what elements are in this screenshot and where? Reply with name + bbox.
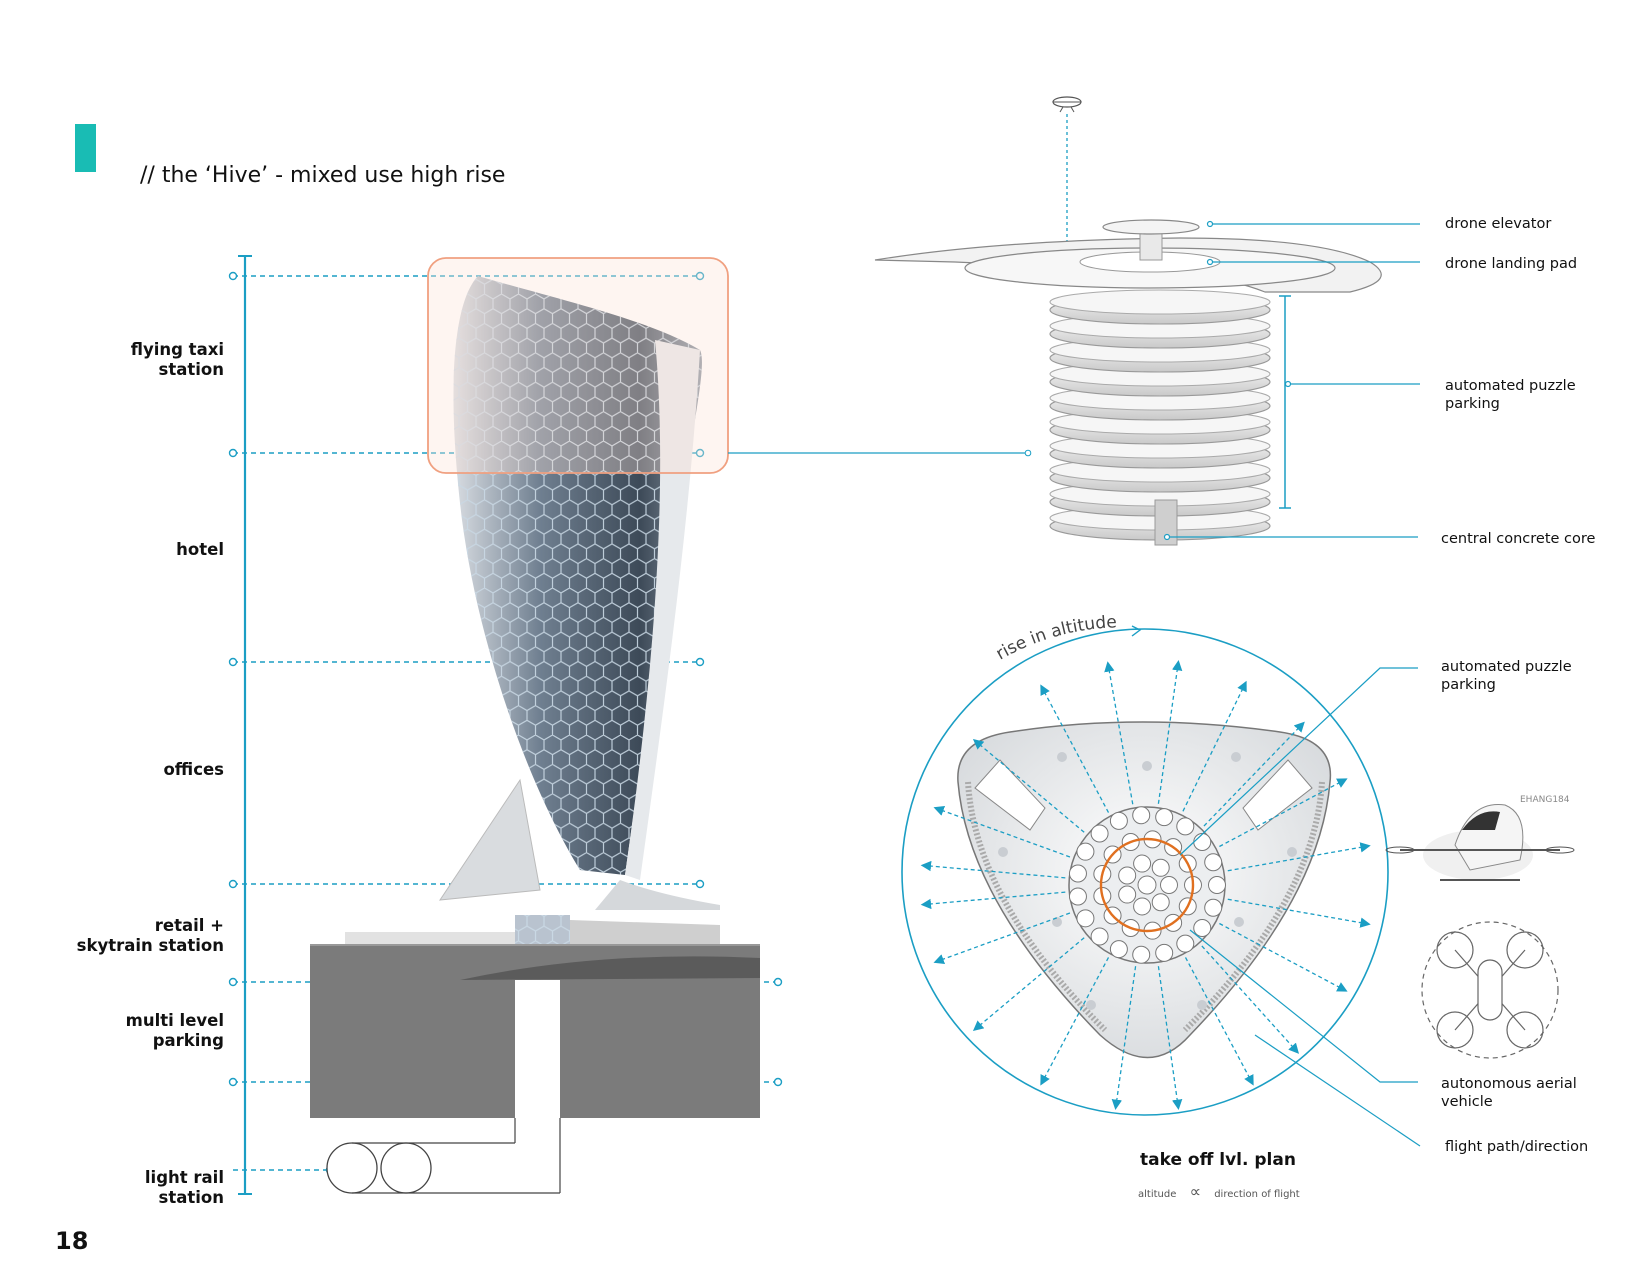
flight-arrow: [1040, 957, 1110, 1086]
parking-pod: [1068, 864, 1087, 883]
highlight-frame: [427, 257, 729, 474]
parking-pod: [1076, 842, 1095, 861]
parking-pod: [1193, 918, 1212, 937]
flight-arrow: [920, 891, 1066, 910]
parking-pod: [1193, 833, 1212, 852]
altitude-circle: [901, 628, 1389, 1116]
flight-arrow: [1184, 957, 1254, 1086]
flight-arrow: [1203, 721, 1305, 827]
flight-arrow: [933, 912, 1071, 965]
parking-pod: [1109, 940, 1128, 959]
flight-arrow: [1040, 684, 1110, 813]
flight-arrow: [972, 937, 1085, 1032]
flight-arrow: [972, 738, 1085, 833]
flight-arrow: [1201, 945, 1300, 1054]
parking-pod: [1160, 876, 1178, 894]
label-drone-landing-pad: drone landing pad: [1445, 256, 1578, 272]
label-central-concrete-core: central concrete core: [1441, 531, 1596, 547]
flight-arrow: [1227, 842, 1371, 872]
flight-arrow: [933, 805, 1071, 858]
parking-pod: [1151, 893, 1170, 912]
section-view: [874, 96, 1420, 546]
plan-title: take off lvl. plan: [1140, 1150, 1296, 1170]
aerial-vehicle-top-view: [1421, 921, 1559, 1059]
flight-arrow: [1157, 966, 1183, 1110]
page-number: 18: [55, 1227, 89, 1255]
parking-pod: [1151, 858, 1170, 877]
flight-arrow: [920, 860, 1066, 879]
parking-pod: [1204, 898, 1223, 917]
parking-pod: [1155, 943, 1174, 962]
flight-arrow: [1219, 778, 1348, 848]
parking-pod: [1133, 897, 1152, 916]
flight-arrow: [1104, 661, 1134, 805]
label-drone-elevator: drone elevator: [1445, 216, 1552, 232]
legend-infinity-icon: ∝: [1189, 1182, 1201, 1201]
level-label-offices: offices: [163, 760, 224, 779]
parking-pod: [1090, 824, 1109, 843]
parking-pod: [1076, 909, 1095, 928]
parking-pod: [1208, 876, 1226, 894]
parking-pod: [1204, 853, 1223, 872]
legend-altitude: altitude: [1138, 1189, 1177, 1200]
level-label-hotel: hotel: [176, 540, 224, 559]
parking-pod: [1109, 811, 1128, 830]
parking-pod: [1090, 927, 1109, 946]
accent-bar: [75, 124, 96, 172]
drone-icon: [1052, 96, 1082, 113]
parking-pod: [1068, 887, 1087, 906]
level-label-retail-skytrain: retail +skytrain station: [76, 916, 224, 955]
parking-pod: [1118, 885, 1137, 904]
parking-pod: [1132, 945, 1151, 964]
parking-pod: [1155, 808, 1174, 827]
label-flight-path-direction: flight path/direction: [1445, 1139, 1589, 1155]
rise-in-altitude-label: rise in altitude: [993, 612, 1117, 664]
page-title: // the ‘Hive’ - mixed use high rise: [140, 163, 506, 188]
legend-direction: direction of flight: [1214, 1189, 1300, 1200]
parking-pod: [1133, 854, 1152, 873]
tower-render: [310, 276, 760, 1194]
parking-disk-top: [1049, 289, 1271, 315]
flight-arrow: [1219, 922, 1348, 992]
parking-pod: [1118, 866, 1137, 885]
flight-arrow: [1157, 660, 1183, 804]
parking-pod: [1176, 817, 1195, 836]
drone-brand: EHANG184: [1520, 795, 1570, 805]
parking-pod: [1132, 806, 1151, 825]
aerial-vehicle-illustration: [1385, 804, 1575, 881]
plan-view: rise in altitude: [901, 612, 1421, 1147]
flight-arrow: [1227, 898, 1371, 928]
flight-arrow: [1182, 680, 1247, 812]
parking-pod: [1137, 875, 1157, 895]
flight-arrow: [1111, 966, 1137, 1110]
plan-legend: altitude ∝ direction of flight: [1138, 1182, 1310, 1201]
parking-pod: [1176, 934, 1195, 953]
orange-ring: [1099, 837, 1195, 933]
